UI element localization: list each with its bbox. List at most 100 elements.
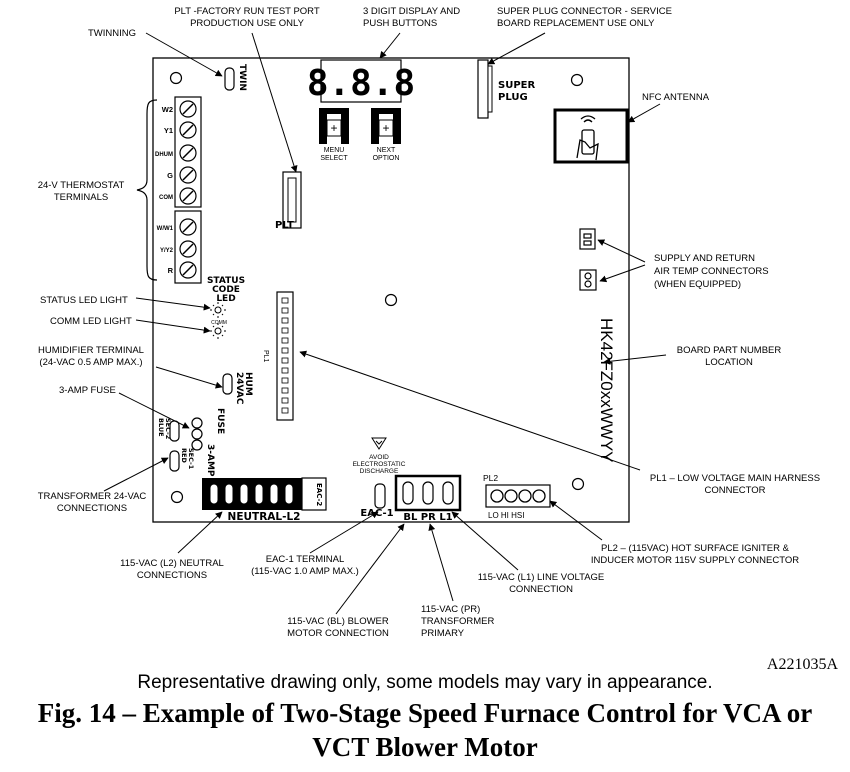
fuse-callout: 3-AMP FUSE: [59, 385, 116, 396]
next-option-button: +: [371, 108, 401, 144]
sec2-label: SEC-2: [164, 418, 172, 439]
nfc-antenna: [553, 108, 629, 164]
pl1-pin-3: [281, 327, 289, 334]
display-callout-1: 3 DIGIT DISPLAY AND: [363, 6, 460, 17]
comm-label: COMM: [211, 320, 227, 326]
terminal-label-7: R: [168, 266, 174, 275]
figure-title-line-2: VCT Blower Motor: [312, 732, 538, 762]
neutral-l2-slot-4: [269, 483, 279, 505]
avoid-esd-label-1: AVOID: [369, 454, 389, 461]
neutral-l2-slot-2: [239, 483, 249, 505]
figure-title: Fig. 14 – Example of Two-Stage Speed Fur…: [0, 696, 850, 764]
terminal-label-2: DHUM: [155, 152, 173, 158]
neutral-l2-slot-3: [254, 483, 264, 505]
super-plug-connector: [477, 59, 489, 119]
pl1-pin-4: [281, 337, 289, 344]
super-plug-label-1: SUPER: [498, 80, 535, 91]
blower-callout-1: 115-VAC (BL) BLOWER: [287, 616, 389, 627]
fuse-label-2: 3-AMP: [205, 444, 215, 477]
eac-callout-2: (115-VAC 1.0 AMP MAX.): [251, 566, 359, 577]
twin-connector: [224, 67, 235, 91]
bl-pr-l1-terminals: [402, 481, 454, 505]
status-code-led-label-2: CODE: [212, 285, 240, 295]
pl1-pin-5: [281, 347, 289, 354]
pl1-pin-6: [281, 357, 289, 364]
pl2-connector: [485, 484, 551, 508]
superplug-callout-2: BOARD REPLACEMENT USE ONLY: [497, 18, 655, 29]
terminal-screw-slot-0: [182, 103, 194, 115]
sec1-color: RED: [180, 448, 188, 463]
thermostat-callout-1: 24-V THERMOSTAT: [38, 180, 125, 191]
menu-select-label-2: SELECT: [320, 155, 348, 162]
terminal-label-3: G: [167, 171, 173, 180]
pl1-pin-1: [281, 307, 289, 314]
pl1-label: PL1: [262, 350, 269, 363]
airtemp-callout-2: AIR TEMP CONNECTORS: [654, 266, 769, 277]
neutral-l2-slot-1: [224, 483, 234, 505]
plt-callout-1: PLT -FACTORY RUN TEST PORT: [174, 6, 320, 17]
airtemp-callout-3: (WHEN EQUIPPED): [654, 279, 741, 290]
menu-select-label: MENU: [324, 147, 345, 154]
pl1-callout-1: PL1 – LOW VOLTAGE MAIN HARNESS: [650, 473, 820, 484]
terminal-screw-slot-4: [182, 190, 194, 202]
thermostat-callout-2: TERMINALS: [54, 192, 108, 203]
sec1-label: SEC-1: [187, 448, 195, 470]
pl2-label: PL2: [483, 473, 498, 483]
terminal-label-1: Y1: [164, 126, 173, 135]
neutral-l2-label: NEUTRAL-L2: [228, 511, 301, 523]
eac1-label: EAC-1: [360, 508, 393, 519]
eac-callout-1: EAC-1 TERMINAL: [266, 554, 344, 565]
pl1-pin-0: [281, 297, 289, 304]
pl1-pins: [281, 297, 289, 414]
terminal-label-6: Y/Y2: [160, 248, 174, 254]
furnace-control-board-diagram: TWIN 8.8.8 + MENU SELECT + NEXT OPTION S…: [38, 6, 820, 639]
pl2-callout-1: PL2 – (115VAC) HOT SURFACE IGNITER &: [601, 543, 790, 554]
board-part-number: HK42FZ0xxWWYY: [597, 318, 616, 463]
status-led-callout: STATUS LED LIGHT: [40, 295, 128, 306]
terminal-screw-slot-3: [182, 169, 194, 181]
avoid-esd-label-3: DISCHARGE: [360, 468, 399, 475]
airtemp-callout-1: SUPPLY AND RETURN: [654, 253, 755, 264]
partnumber-callout-1: BOARD PART NUMBER: [677, 345, 782, 356]
superplug-callout-1: SUPER PLUG CONNECTOR - SERVICE: [497, 6, 672, 17]
callout-leaders: [103, 32, 667, 615]
status-led-icon: [210, 302, 226, 318]
sec2-color: BLUE: [157, 418, 165, 437]
pl1-pin-8: [281, 377, 289, 384]
air-temp-connectors: [579, 228, 597, 291]
neutral-l2-slot-5: [284, 483, 294, 505]
terminal-screw-slot-6: [182, 243, 194, 255]
neutral-l2-slot-0: [209, 483, 219, 505]
status-code-led-label-3: LED: [216, 294, 235, 304]
display-callout-2: PUSH BUTTONS: [363, 18, 437, 29]
thermostat-brace: [136, 99, 158, 281]
terminal-screw-slot-2: [182, 147, 194, 159]
terminal-screw-slot-1: [182, 124, 194, 136]
blower-callout-2: MOTOR CONNECTION: [287, 628, 389, 639]
terminal-label-0: W2: [162, 105, 173, 114]
pl1-connector: [276, 291, 294, 421]
humidifier-callout-1: HUMIDIFIER TERMINAL: [38, 345, 144, 356]
fuse-clips: [191, 417, 203, 451]
pl1-pin-10: [281, 397, 289, 404]
neutral-l2-terminals: [209, 483, 294, 505]
figure-title-line-1: Fig. 14 – Example of Two-Stage Speed Fur…: [37, 698, 813, 728]
humidifier-connector: [222, 373, 233, 395]
svg-text:+: +: [330, 121, 337, 135]
neutral-callout-1: 115-VAC (L2) NEUTRAL: [120, 558, 224, 569]
pl1-pin-11: [281, 407, 289, 414]
pl1-pin-9: [281, 387, 289, 394]
eac1-connector: [374, 483, 386, 509]
pl1-callout-2: CONNECTOR: [704, 485, 765, 496]
pl2-pin-labels: LO HI HSI: [488, 511, 524, 520]
terminal-screw-slot-5: [182, 221, 194, 233]
pl2-callout-2: INDUCER MOTOR 115V SUPPLY CONNECTOR: [591, 555, 799, 566]
display-digits: 8.8.8: [307, 63, 415, 104]
humidifier-callout-2: (24-VAC 0.5 AMP MAX.): [39, 357, 142, 368]
transformer-callout-2: CONNECTIONS: [57, 503, 127, 514]
comm-led-icon: [210, 323, 226, 339]
plt-label: PLT: [275, 220, 294, 231]
nfc-callout: NFC ANTENNA: [642, 92, 710, 103]
seven-segment-display: [320, 59, 402, 103]
